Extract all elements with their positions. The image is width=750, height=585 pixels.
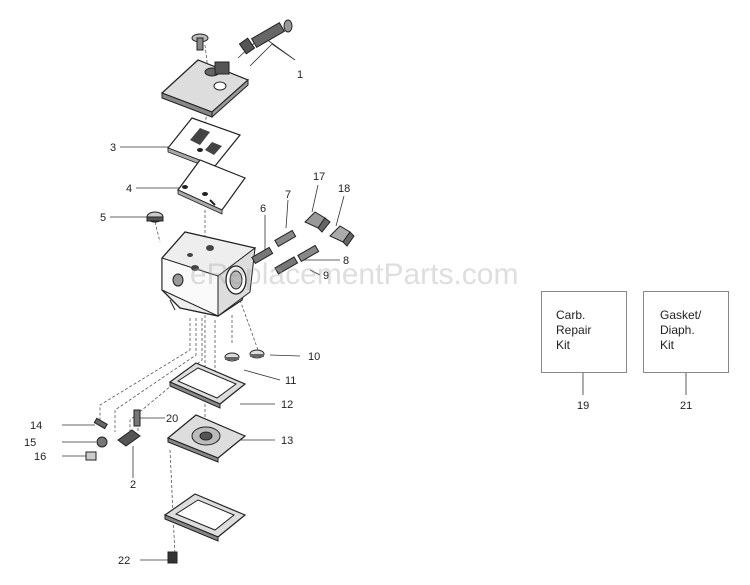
callout-numbers: 1 3 4 5 6 7 17 18 8 9 10 11 12 13 14 15 … (24, 69, 692, 567)
callout-18: 18 (338, 183, 350, 195)
part-bottom-gasket (163, 493, 247, 542)
part-gasket-12 (168, 362, 247, 409)
callout-1: 1 (297, 69, 303, 81)
callout-14: 14 (30, 420, 42, 432)
callout-12: 12 (281, 399, 293, 411)
part-plug-11 (224, 352, 240, 362)
part-lever-2 (117, 429, 141, 447)
part-screw-8 (274, 256, 299, 275)
part-plug-10 (249, 349, 265, 359)
callout-20: 20 (166, 413, 178, 425)
callout-10: 10 (308, 351, 320, 363)
part-screw (191, 33, 209, 51)
callout-8: 8 (343, 255, 349, 267)
callout-16: 16 (34, 451, 46, 463)
part-needle-16 (85, 451, 97, 461)
gasket-kit-box (643, 291, 729, 373)
callout-21: 21 (680, 400, 692, 412)
part-diaphragm-13 (166, 414, 247, 463)
part-spring-20 (133, 409, 141, 427)
repair-kit-label: Carb. Repair Kit (556, 308, 592, 352)
callout-15: 15 (24, 437, 36, 449)
callout-2: 2 (130, 479, 136, 491)
part-pin-14 (93, 417, 108, 430)
part-cap-18 (329, 225, 355, 247)
part-diaphragm-4 (177, 159, 246, 215)
part-screw-9 (297, 244, 320, 263)
gasket-kit-label: Gasket/ Diaph. Kit (660, 308, 702, 352)
callout-6: 6 (260, 203, 266, 215)
part-screw-7 (274, 229, 297, 248)
callout-5: 5 (100, 212, 106, 224)
repair-kit-box (541, 291, 627, 373)
part-cap-17 (304, 211, 331, 233)
callout-17: 17 (313, 171, 325, 183)
part-fitting (238, 19, 293, 55)
callout-11: 11 (285, 375, 296, 387)
callout-22: 22 (118, 555, 130, 567)
callout-9: 9 (323, 270, 329, 282)
callout-3: 3 (110, 142, 116, 154)
watermark-text: eReplacementParts.com (190, 258, 519, 291)
callout-7: 7 (285, 189, 291, 201)
callout-13: 13 (281, 435, 293, 447)
part-cap-5 (146, 211, 164, 223)
part-cover-plate (160, 59, 250, 119)
callout-4: 4 (126, 183, 132, 195)
callout-19: 19 (577, 400, 589, 412)
part-spring-6 (251, 246, 274, 265)
part-spring-15 (96, 436, 108, 448)
part-plug-22 (167, 551, 178, 564)
leader-lines (62, 35, 687, 561)
part-carburetor-body (161, 231, 256, 317)
